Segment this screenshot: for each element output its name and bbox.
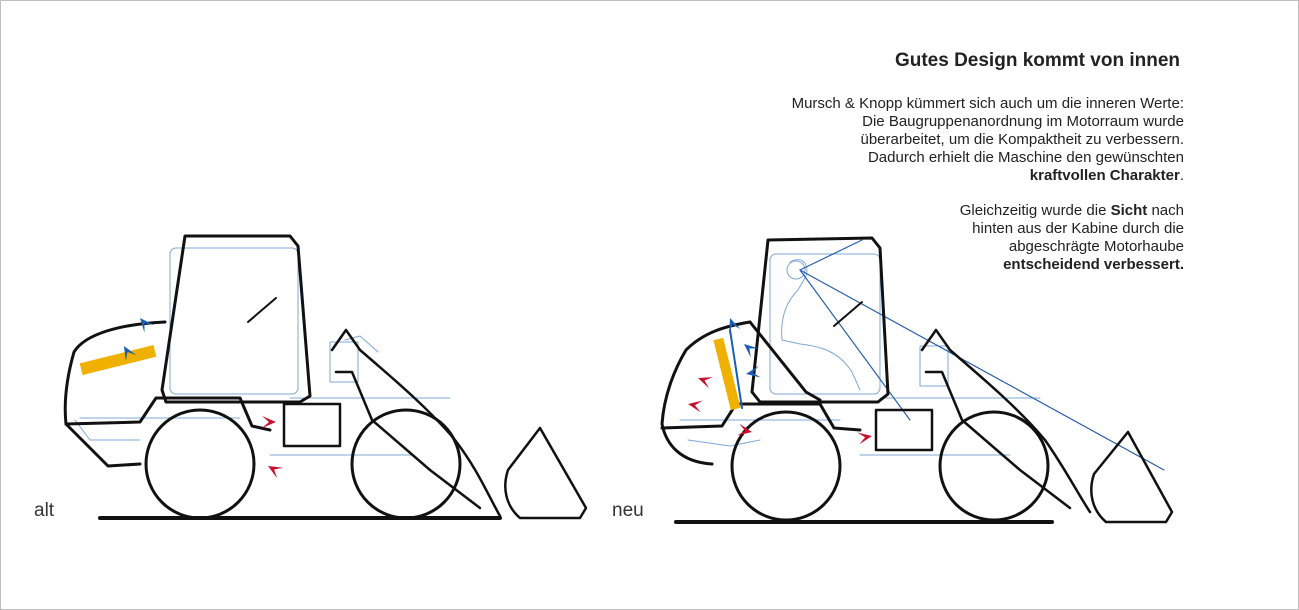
new-hood: [660, 320, 752, 466]
old-bucket: [504, 426, 588, 520]
sight-line-1-pre: Gleichzeitig wurde die: [959, 202, 1111, 219]
new-sketch-lines: [679, 253, 1041, 456]
old-cab: [160, 234, 312, 404]
sight-bold-word: Sicht: [1110, 202, 1148, 219]
new-hood-slope: [748, 320, 822, 402]
red-marker: [695, 372, 714, 389]
new-outline: [660, 236, 1174, 524]
old-highlight-bar: [79, 344, 157, 376]
old-body-lower: [64, 396, 272, 432]
sight-line-1-post: nach: [1147, 202, 1184, 219]
intro-bold-phrase: kraftvollen Charakter: [1029, 167, 1180, 184]
intro-line-3: überarbeitet, um die Kompaktheit zu verb…: [860, 131, 1184, 148]
sight-line-2: hinten aus der Kabine durch die: [972, 220, 1184, 237]
old-frame-box: [282, 402, 342, 448]
new-front-wheel: [938, 410, 1050, 522]
sight-line-4: entscheidend verbessert.: [640, 256, 1184, 274]
old-boom-lower: [334, 370, 482, 510]
new-boom: [920, 328, 1092, 514]
intro-line-1: Mursch & Knopp kümmert sich auch um die …: [791, 95, 1184, 112]
new-body-lower: [660, 402, 862, 432]
red-marker: [262, 416, 276, 428]
operator-sketch: [781, 259, 861, 391]
red-marker: [686, 398, 703, 413]
old-boom: [330, 328, 502, 518]
old-hood: [63, 320, 167, 468]
new-hood-accent: [729, 329, 743, 409]
new-loader: [660, 236, 1174, 524]
label-new: neu: [612, 500, 644, 521]
intro-paragraph: Mursch & Knopp kümmert sich auch um die …: [640, 95, 1184, 185]
old-sketch-lines: [74, 247, 451, 456]
new-window-mark: [833, 301, 863, 327]
intro-line-4: Dadurch erhielt die Maschine den gewünsc…: [867, 149, 1184, 166]
sight-paragraph: Gleichzeitig wurde die Sicht nach hinten…: [640, 202, 1184, 274]
red-marker: [857, 430, 874, 445]
sight-lines: [799, 239, 1165, 471]
old-rear-wheel: [144, 408, 256, 520]
sight-line-1: Gleichzeitig wurde die Sicht nach: [640, 202, 1184, 220]
new-frame-box: [874, 408, 934, 452]
new-boom-lower: [924, 370, 1072, 510]
new-rear-wheel: [730, 410, 842, 522]
page-heading: Gutes Design kommt von innen: [894, 50, 1180, 71]
intro-line-2: Die Baugruppenanordnung im Motorraum wur…: [862, 113, 1184, 130]
intro-line-5-tail: .: [1179, 167, 1184, 184]
old-loader: [63, 234, 588, 520]
old-outline: [63, 234, 588, 520]
sight-bold-phrase: entscheidend verbessert.: [1003, 256, 1184, 273]
new-bucket: [1090, 430, 1174, 524]
new-cab: [750, 236, 890, 404]
sight-line-3: abgeschrägte Motorhaube: [1008, 238, 1184, 255]
blue-markers: [118, 314, 761, 380]
old-window-mark: [247, 297, 277, 323]
red-marker: [265, 460, 284, 479]
label-old: alt: [34, 500, 55, 521]
new-highlight-bar: [713, 337, 741, 411]
intro-line-5: kraftvollen Charakter.: [640, 167, 1184, 185]
red-markers: [262, 372, 874, 479]
